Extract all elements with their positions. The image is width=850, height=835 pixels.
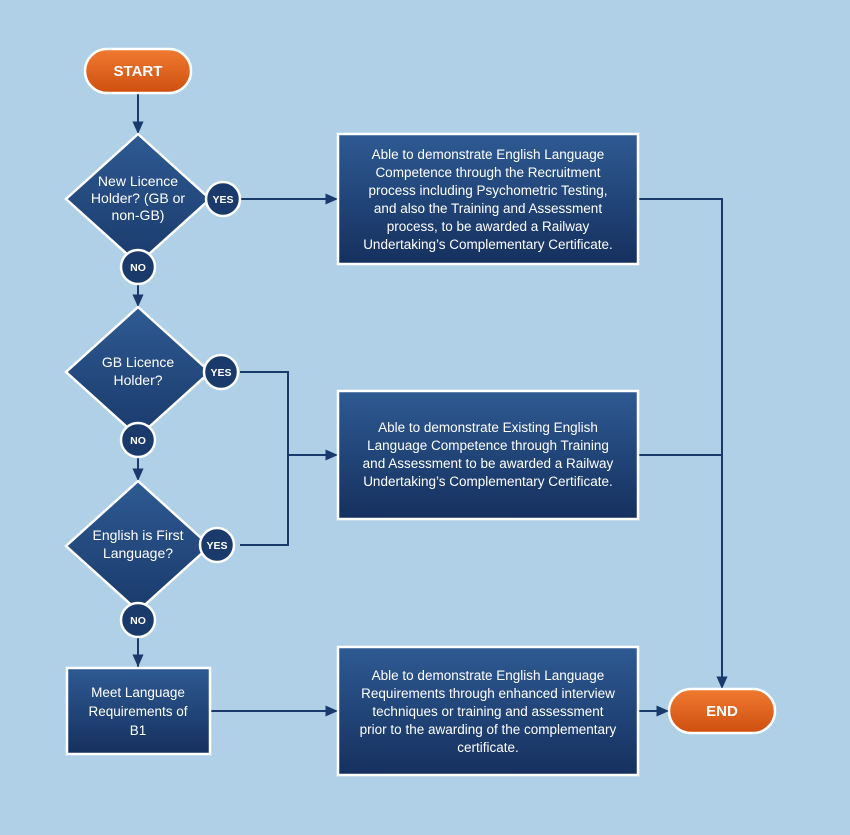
start-terminal: START <box>83 47 193 95</box>
process-b1-box: Meet Language Requirements of B1 <box>65 666 212 756</box>
end-terminal: END <box>667 687 777 735</box>
yes-badge-q1-label: YES <box>212 194 233 206</box>
process-recruitment-box: Able to demonstrate English Language Com… <box>336 132 640 266</box>
decision-gb-licence-holder: GB Licence Holder? <box>64 305 212 439</box>
process-enhanced-line-2: Requirements through enhanced interview <box>361 686 615 701</box>
yes-badge-q2-label: YES <box>210 367 231 379</box>
yes-badge-q3: YES <box>198 526 236 564</box>
process-recruitment-line-5: process, to be awarded a Railway <box>387 219 590 234</box>
no-badge-q2: NO <box>119 421 157 459</box>
process-recruitment-line-1: Able to demonstrate English Language <box>372 147 605 162</box>
process-existing-line-3: and Assessment to be awarded a Railway <box>363 456 614 471</box>
process-existing-line-1: Able to demonstrate Existing English <box>378 420 598 435</box>
decision-gb-licence-line-2: Holder? <box>113 372 162 388</box>
process-existing-line-4: Undertaking’s Complementary Certificate. <box>363 474 613 489</box>
connector-recruitment-to-end <box>638 198 728 689</box>
yes-badge-q2: YES <box>202 353 240 391</box>
no-badge-q1: NO <box>119 248 157 286</box>
process-b1-line-3: B1 <box>130 723 147 738</box>
end-label: END <box>706 703 738 720</box>
process-b1-line-1: Meet Language <box>91 685 185 700</box>
decision-new-licence-line-1: New Licence <box>98 173 178 189</box>
start-label: START <box>114 63 163 80</box>
decision-english-first-language: English is First Language? <box>64 479 212 613</box>
yes-badge-q3-label: YES <box>206 540 227 552</box>
process-b1-line-2: Requirements of <box>88 704 187 719</box>
process-recruitment-line-2: Competence through the Recruitment <box>375 165 600 180</box>
no-badge-q2-label: NO <box>130 435 146 447</box>
process-enhanced-interview-box: Able to demonstrate English Language Req… <box>336 645 640 777</box>
decision-english-first-line-2: Language? <box>103 545 173 561</box>
process-enhanced-line-1: Able to demonstrate English Language <box>372 668 605 683</box>
process-enhanced-line-5: certificate. <box>457 740 519 755</box>
no-badge-q1-label: NO <box>130 262 146 274</box>
process-enhanced-line-4: prior to the awarding of the complementa… <box>360 722 617 737</box>
process-existing-line-2: Language Competence through Training <box>367 438 609 453</box>
decision-gb-licence-line-1: GB Licence <box>102 354 175 370</box>
process-recruitment-line-6: Undertaking’s Complementary Certificate. <box>363 237 613 252</box>
connector-q2-yes-to-existing <box>240 371 338 461</box>
yes-badge-q1: YES <box>204 180 242 218</box>
no-badge-q3: NO <box>119 601 157 639</box>
process-existing-competence-box: Able to demonstrate Existing English Lan… <box>336 389 640 521</box>
decision-new-licence-holder: New Licence Holder? (GB or non-GB) <box>64 132 212 266</box>
no-badge-q3-label: NO <box>130 615 146 627</box>
decision-new-licence-line-2: Holder? (GB or <box>91 190 185 206</box>
decision-english-first-line-1: English is First <box>92 527 183 543</box>
process-recruitment-line-4: and also the Training and Assessment <box>374 201 602 216</box>
process-enhanced-line-3: techniques or training and assessment <box>372 704 603 719</box>
process-recruitment-line-3: process including Psychometric Testing, <box>368 183 607 198</box>
connector-q3-yes-to-existing <box>240 455 289 546</box>
decision-new-licence-line-3: non-GB) <box>112 207 165 223</box>
